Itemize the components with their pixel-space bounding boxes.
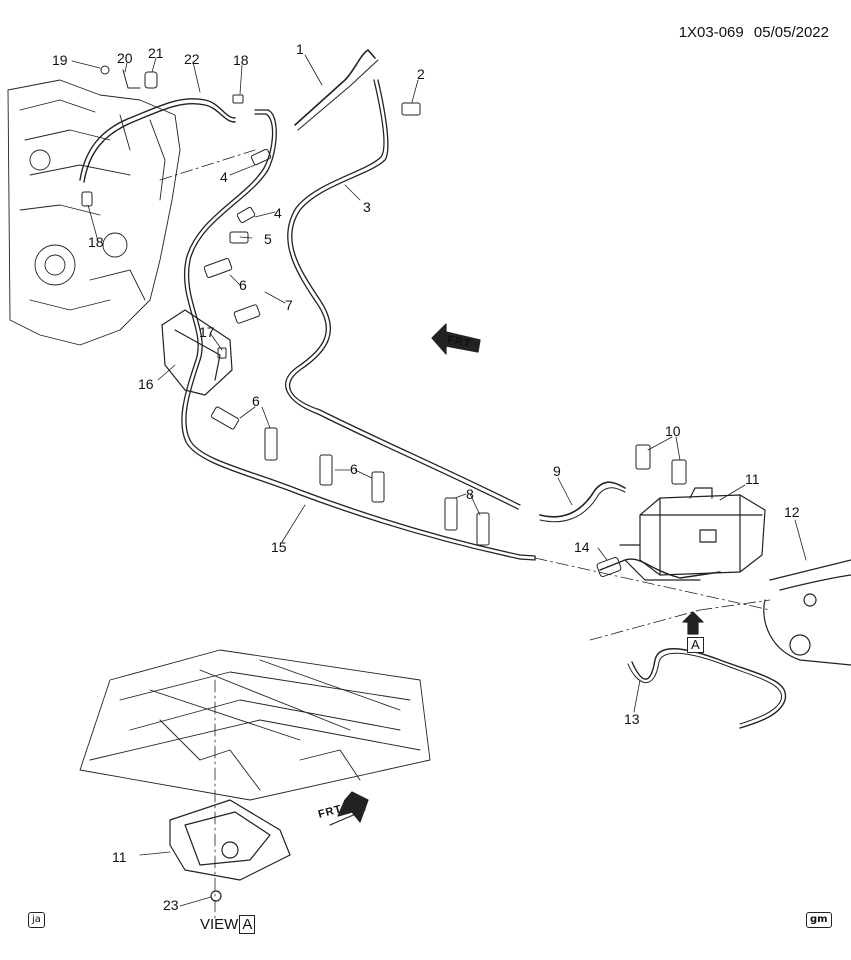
- callout-18: 18: [233, 52, 249, 68]
- callout-9: 9: [553, 463, 561, 479]
- callout-6c: 6: [350, 461, 358, 477]
- fuel-pipe-15: [181, 109, 536, 561]
- callout-10: 10: [665, 423, 681, 439]
- callout-22: 22: [184, 51, 200, 67]
- callout-4: 4: [220, 169, 228, 185]
- figure-id: 1X03-069 05/05/2022: [679, 24, 829, 41]
- clips: [81, 65, 687, 577]
- callout-1: 1: [296, 41, 304, 57]
- callout-13: 13: [624, 711, 640, 727]
- hose-14: [599, 558, 721, 579]
- pipe-13: [631, 648, 787, 729]
- callout-2: 2: [417, 66, 425, 82]
- leader-lines: [159, 149, 771, 921]
- callout-11: 11: [745, 471, 760, 487]
- callout-12: 12: [784, 504, 800, 520]
- callout-8: 8: [466, 486, 474, 502]
- callout-16: 16: [138, 376, 154, 392]
- evap-canister-11-view: [169, 799, 291, 902]
- callout-17: 17: [199, 324, 215, 340]
- harness-1: [294, 49, 376, 126]
- view-caption-text: VIEW: [200, 916, 239, 933]
- callout-3: 3: [363, 199, 371, 215]
- callout-6: 6: [239, 277, 247, 293]
- callout-18b: 18: [88, 234, 104, 250]
- view-a-arrow: [682, 611, 704, 635]
- heat-shield-16: [161, 309, 233, 396]
- fuel-tank-12: [763, 559, 851, 666]
- view-a-marker: A: [687, 637, 704, 653]
- corner-tag-left: ja: [28, 912, 45, 928]
- engine-assembly: [7, 79, 181, 346]
- callout-7: 7: [285, 297, 293, 313]
- hose-9: [539, 481, 626, 518]
- figure-date: 05/05/2022: [753, 24, 829, 41]
- callout-leaders: [71, 54, 807, 907]
- callout-20: 20: [117, 50, 133, 66]
- callout-23: 23: [163, 897, 179, 913]
- fuel-pipe-3: [285, 79, 521, 510]
- gm-logo: gm: [806, 912, 832, 928]
- callout-19: 19: [52, 52, 68, 68]
- hose-22: [79, 98, 236, 183]
- frt-arrow-lower: [329, 791, 369, 826]
- frt-arrow-upper: [431, 323, 481, 355]
- evap-canister-11: [619, 487, 766, 581]
- figure-code: 1X03-069: [678, 24, 744, 41]
- callout-15: 15: [271, 539, 287, 555]
- underbody-view-a: [79, 649, 431, 801]
- callout-21: 21: [148, 45, 164, 61]
- callout-4b: 4: [274, 205, 282, 221]
- callout-6b: 6: [252, 393, 260, 409]
- callout-11b: 11: [112, 849, 127, 865]
- callout-5: 5: [264, 231, 272, 247]
- callout-14: 14: [574, 539, 590, 555]
- view-caption-letter: A: [239, 915, 256, 934]
